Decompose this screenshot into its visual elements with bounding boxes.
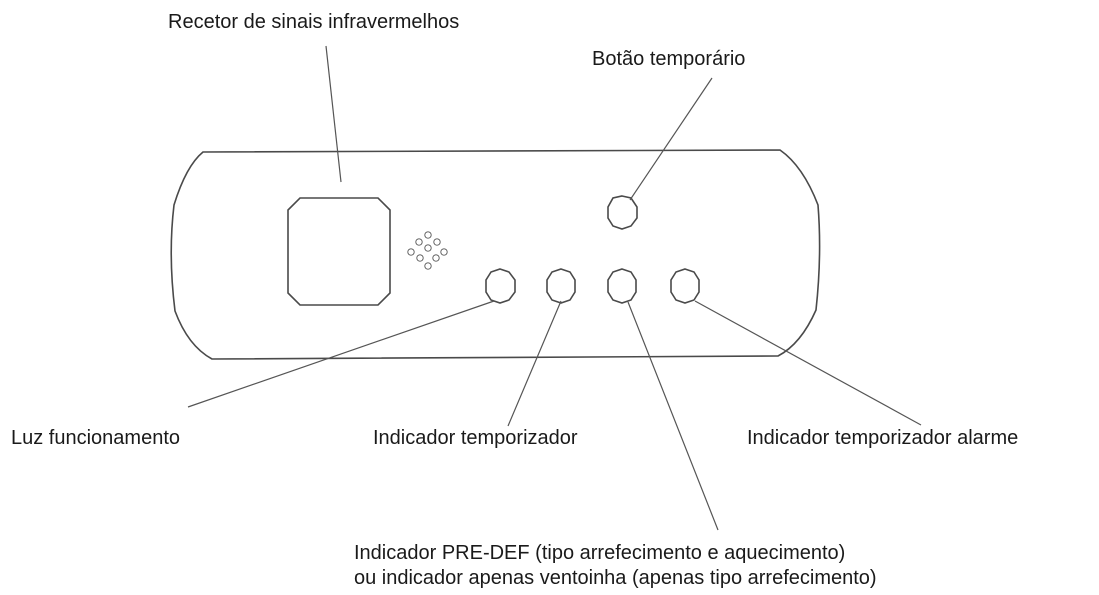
predef-indicator-label-line2: ou indicador apenas ventoinha (apenas ti… [354,567,877,589]
ir-receiver-window [287,197,391,306]
ir-receiver-label: Recetor de sinais infravermelhos [168,11,460,33]
alarm-timer-indicator-label: Indicador temporizador alarme [747,427,1019,449]
temporary-button-leader [629,77,713,201]
predef-indicator-led [607,268,637,304]
operation-light-leader [187,300,495,408]
timer-indicator-led [546,268,576,304]
timer-indicator-leader [507,300,562,427]
predef-indicator-label-line1: Indicador PRE-DEF (tipo arrefecimento e … [354,542,846,564]
operation-light-led [485,268,516,304]
temporary-button [607,195,638,230]
display-panel-outline [170,149,821,360]
buzzer-holes [407,231,448,270]
temporary-button-label: Botão temporário [592,48,746,70]
alarm-timer-indicator-led [670,268,700,304]
timer-indicator-label: Indicador temporizador [373,427,578,449]
operation-light-label: Luz funcionamento [11,427,181,449]
ir-receiver-leader [325,45,342,183]
predef-indicator-leader [627,301,719,531]
alarm-timer-indicator-leader [694,300,922,426]
